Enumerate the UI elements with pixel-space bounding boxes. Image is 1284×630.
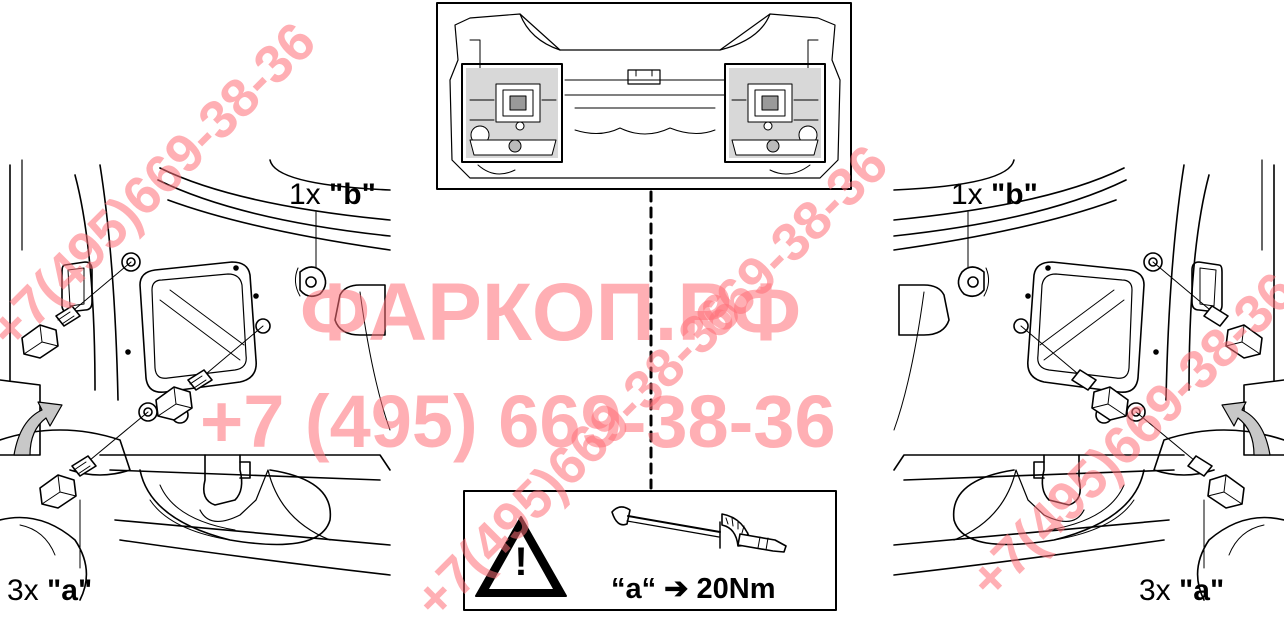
- left-bolt-lower: [39, 411, 149, 509]
- left-nut: [294, 266, 327, 298]
- callout-left-a-count: 3x: [7, 574, 39, 607]
- callout-left-b: 1x "b": [289, 180, 376, 210]
- callout-left-a: 3x "a": [7, 576, 92, 606]
- torque-wrench-icon: [611, 506, 787, 553]
- callout-right-b-code: "b": [991, 178, 1038, 211]
- callout-right-a-code: "a": [1179, 574, 1225, 607]
- callout-right-b: 1x "b": [951, 180, 1038, 210]
- callout-right-a-count: 3x: [1139, 574, 1171, 607]
- right-detail-view: [893, 159, 1284, 601]
- diagram-artwork: [0, 2, 1284, 611]
- torque-spec-label: “a“ ➔ 20Nm: [611, 573, 776, 605]
- callout-left-a-code: "a": [47, 574, 93, 607]
- inset-right-detail: [724, 63, 826, 163]
- callout-left-b-count: 1x: [289, 178, 321, 211]
- callout-right-b-count: 1x: [951, 178, 983, 211]
- callout-left-b-code: "b": [329, 178, 376, 211]
- callout-right-a: 3x "a": [1139, 576, 1224, 606]
- left-bolt-upper: [21, 261, 132, 359]
- inset-left-detail: [461, 63, 563, 163]
- left-detail-view: [0, 159, 391, 601]
- warning-mark: !: [514, 540, 528, 584]
- torque-inset: [463, 490, 837, 611]
- overview-inset: [436, 2, 852, 190]
- left-bolt-middle: [155, 325, 264, 421]
